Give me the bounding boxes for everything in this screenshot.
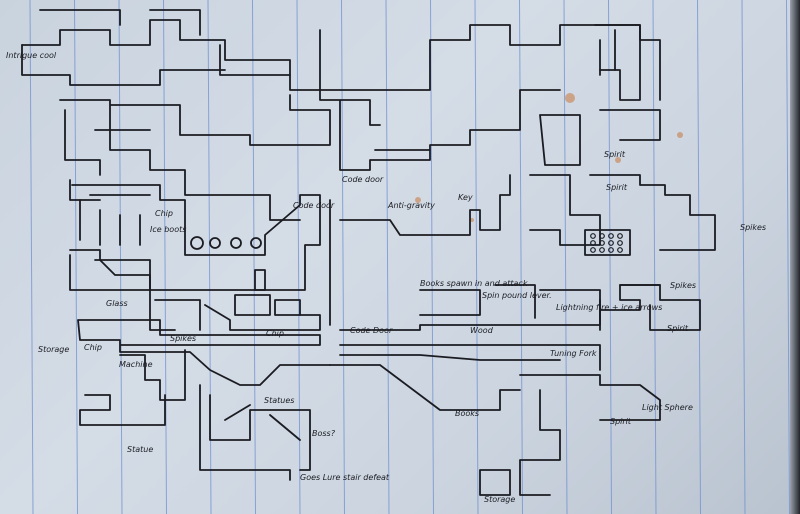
orb-marker — [617, 233, 623, 239]
label-tuning-fork: Tuning Fork — [550, 349, 597, 358]
label-code-door-bottom: Code Door — [350, 326, 393, 335]
label-key: Key — [458, 193, 473, 202]
hazard-suns — [190, 236, 262, 250]
label-ice-boots: Ice boots — [150, 225, 186, 234]
label-goes-lure: Goes Lure stair defeat — [300, 473, 390, 482]
orb-marker — [590, 233, 596, 239]
orb-grid — [590, 233, 623, 253]
label-spin-pound: Spin pound lever. — [482, 291, 552, 300]
paper-rule-line — [519, 0, 523, 514]
map-labels: Intrigue cool Chip Ice boots Code door G… — [6, 51, 766, 504]
paper-edge — [790, 0, 800, 514]
label-spikes-right: Spikes — [740, 223, 766, 232]
label-spirit-1: Spirit — [604, 150, 626, 159]
paper-rule-line — [608, 0, 612, 514]
label-spikes-lower: Spikes — [670, 281, 696, 290]
label-statues: Statues — [264, 396, 294, 405]
stains — [415, 93, 683, 222]
label-chip-right: Chip — [266, 329, 284, 338]
paper-rule-line — [474, 0, 479, 514]
label-code-door-center: Code door — [342, 175, 384, 184]
label-boss: Boss? — [312, 429, 336, 438]
paper-rule-line — [697, 0, 701, 514]
paper-rule-line — [74, 0, 78, 514]
paper-rule-line — [786, 0, 790, 514]
map-walls — [21, 9, 716, 496]
paper-rule-line — [341, 0, 345, 514]
paper-rule-line — [385, 0, 390, 514]
label-spirit-3: Spirit — [667, 324, 689, 333]
label-light-sphere: Light Sphere — [642, 403, 693, 412]
paper-rule-line — [118, 0, 123, 514]
paper-rule-line — [741, 0, 746, 514]
label-storage-left: Storage — [38, 345, 69, 354]
paper-rule-line — [652, 0, 657, 514]
orb-marker — [617, 240, 623, 246]
paper-rule-line — [163, 0, 167, 514]
orb-marker — [608, 247, 614, 253]
label-wood: Wood — [470, 326, 494, 335]
label-books-spawn: Books spawn in and attack — [420, 279, 528, 288]
label-spikes-left: Spikes — [170, 334, 196, 343]
paper-rule-line — [296, 0, 301, 514]
paper-rules — [29, 0, 790, 514]
paper-rule-line — [430, 0, 434, 514]
orb-marker — [590, 247, 596, 253]
label-code-door-left: Code door — [293, 201, 335, 210]
label-books: Books — [455, 409, 479, 418]
label-chip-left: Chip — [84, 343, 102, 352]
orb-marker — [590, 240, 596, 246]
orb-marker — [608, 240, 614, 246]
orb-marker — [599, 233, 605, 239]
paper-rule-line — [563, 0, 568, 514]
label-intrigue: Intrigue cool — [6, 51, 57, 60]
label-storage-bottom: Storage — [484, 495, 515, 504]
label-statue: Statue — [127, 445, 153, 454]
orb-marker — [617, 247, 623, 253]
paper-rule-line — [252, 0, 256, 514]
paper-rule-line — [29, 0, 34, 514]
label-chip-top: Chip — [155, 209, 173, 218]
label-spirit-4: Spirit — [610, 417, 632, 426]
orb-marker — [608, 233, 614, 239]
label-spirit-2: Spirit — [606, 183, 628, 192]
label-glass: Glass — [106, 299, 128, 308]
orb-marker — [599, 240, 605, 246]
label-anti-gravity: Anti-gravity — [387, 201, 435, 210]
label-machine: Machine — [119, 360, 153, 369]
orb-marker — [599, 247, 605, 253]
label-lightning: Lightning fire + ice arrows — [556, 303, 662, 312]
